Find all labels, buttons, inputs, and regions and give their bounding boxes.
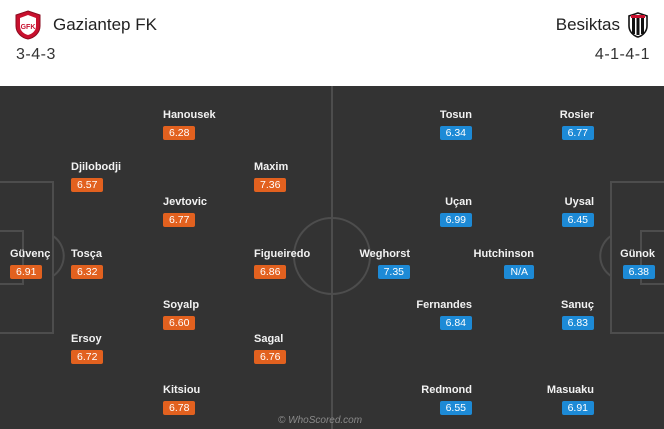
player-name: Sanuç <box>560 299 594 311</box>
player-name: Figueiredo <box>254 248 311 260</box>
player-rating-badge: 6.99 <box>439 213 472 227</box>
svg-text:GFK: GFK <box>21 24 36 31</box>
player-rating-badge: 6.76 <box>254 350 287 364</box>
player-rating-badge: 6.55 <box>439 401 472 415</box>
player-rating-badge: 6.91 <box>10 265 43 279</box>
player-rating-badge: 7.35 <box>377 265 410 279</box>
player-rating-badge: N/A <box>504 265 534 279</box>
home-team-name[interactable]: Gaziantep FK <box>53 15 157 34</box>
player-name: Kitsiou <box>163 384 201 396</box>
player-name: Fernandes <box>416 299 472 311</box>
player-name: Masuaku <box>546 384 594 396</box>
player-rating-badge: 6.38 <box>622 265 655 279</box>
player-rating-badge: 6.60 <box>163 316 196 330</box>
player-name: Hanousek <box>163 109 216 121</box>
player-rating-badge: 6.84 <box>439 316 472 330</box>
gaziantep-crest-icon: GFK <box>14 10 42 45</box>
player-name: Weghorst <box>359 248 410 260</box>
player-rating-badge: 6.45 <box>561 213 594 227</box>
player-name: Güvenç <box>10 248 51 260</box>
player-name: Uysal <box>564 196 594 208</box>
player-name: Maxim <box>254 161 289 173</box>
player-rating-badge: 6.57 <box>71 178 104 192</box>
player-name: Jevtovic <box>163 196 208 208</box>
player-name: Tosun <box>439 109 472 121</box>
pitch: Hanousek 6.28 Djilobodji 6.57 Maxim 7.36… <box>0 86 664 429</box>
away-formation: 4-1-4-1 <box>594 46 650 63</box>
player-rating-badge: 6.91 <box>561 401 594 415</box>
player-name: Redmond <box>421 384 472 396</box>
player-name: Soyalp <box>163 299 200 311</box>
player-name: Djilobodji <box>71 161 122 173</box>
player-rating-badge: 6.86 <box>254 265 287 279</box>
player-name: Sagal <box>254 333 284 345</box>
pitch-markings <box>0 86 664 429</box>
player-rating-badge: 6.72 <box>71 350 104 364</box>
player-name: Günok <box>620 248 655 260</box>
player-rating-badge: 6.34 <box>439 126 472 140</box>
besiktas-crest-icon <box>627 12 649 43</box>
player-rating-badge: 6.32 <box>71 265 104 279</box>
player-rating-badge: 6.77 <box>561 126 594 140</box>
player-name: Tosça <box>71 248 102 260</box>
player-name: Uçan <box>445 196 472 208</box>
away-team-name[interactable]: Besiktas <box>555 15 620 34</box>
player-rating-badge: 6.83 <box>561 316 594 330</box>
player-rating-badge: 6.28 <box>163 126 196 140</box>
player-rating-badge: 6.78 <box>163 401 196 415</box>
player-name: Rosier <box>559 109 594 121</box>
player-rating-badge: 7.36 <box>254 178 287 192</box>
whoscored-watermark: © WhoScored.com <box>278 415 363 426</box>
player-rating-badge: 6.77 <box>163 213 196 227</box>
match-header: GFK Gaziantep FK 3-4-3 Besiktas 4-1-4-1 <box>0 0 664 86</box>
player-name: Hutchinson <box>473 248 535 260</box>
home-formation: 3-4-3 <box>16 46 56 63</box>
player-name: Ersoy <box>71 333 102 345</box>
